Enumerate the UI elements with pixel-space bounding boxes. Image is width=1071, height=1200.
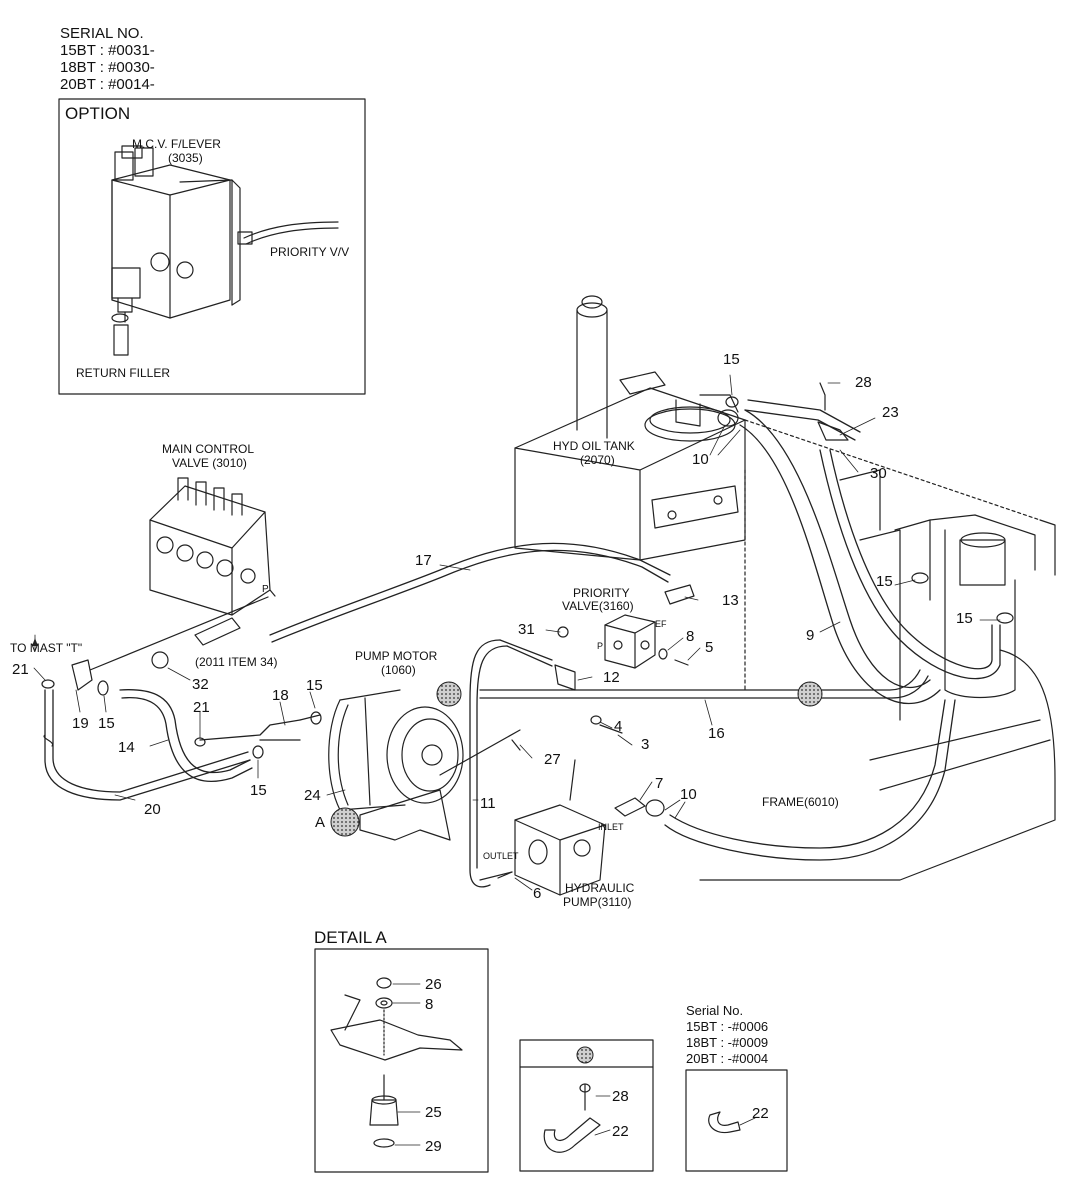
- callout-4: 4: [614, 718, 623, 735]
- marker-dot-1: [436, 681, 462, 707]
- clamp-callout-28: 28: [612, 1088, 629, 1105]
- callout-12: 12: [603, 669, 620, 686]
- pump-motor-label-1: PUMP MOTOR: [355, 649, 438, 663]
- pump-motor-drawing: [328, 689, 521, 841]
- callout-21-mid: 21: [193, 699, 210, 716]
- hatch-markers: [330, 681, 823, 1064]
- left-fittings: [41, 651, 322, 759]
- port-p2-label: P: [597, 641, 604, 651]
- detail-a-callout-25: 25: [425, 1104, 442, 1121]
- callout-32: 32: [192, 676, 209, 693]
- serial-footer-line-3: 20BT : -#0004: [686, 1051, 769, 1066]
- option-box-frame: [58, 98, 366, 395]
- mcv-label-1: MAIN CONTROL: [162, 442, 255, 456]
- detail-a-marker-label: A: [315, 814, 326, 831]
- callout-31: 31: [518, 621, 535, 638]
- serial-footer-callout-22: 22: [752, 1105, 769, 1122]
- detail-a-callout-8: 8: [425, 996, 434, 1013]
- main-control-valve-drawing: [89, 477, 276, 671]
- detail-a-title: DETAIL A: [314, 928, 387, 947]
- detail-a-callout-26: 26: [425, 976, 442, 993]
- callout-16: 16: [708, 725, 725, 742]
- serial-header-line-3: 20BT : #0014-: [60, 76, 155, 93]
- callout-10-pump: 10: [680, 786, 697, 803]
- serial-footer-line-1: 15BT : -#0006: [686, 1019, 769, 1034]
- port-ef-label: EF: [655, 619, 667, 629]
- to-mast-arrow: [32, 638, 38, 646]
- callout-17: 17: [415, 552, 432, 569]
- clamp-callout-22: 22: [612, 1123, 629, 1140]
- callout-13: 13: [722, 592, 739, 609]
- callout-15-low: 15: [250, 782, 267, 799]
- callout-23: 23: [882, 404, 899, 421]
- option-title: OPTION: [65, 104, 131, 123]
- hydraulic-pump-label-1: HYDRAULIC: [565, 881, 635, 895]
- detail-a-callout-29: 29: [425, 1138, 442, 1155]
- detail-a-marker: [330, 807, 360, 837]
- detail-a-frame: [314, 948, 489, 1173]
- port-p-label: P: [262, 584, 269, 595]
- hydraulic-pump-label-2: PUMP(3110): [563, 895, 632, 909]
- return-filler-label: RETURN FILLER: [76, 366, 171, 380]
- priority-valve-label-2: VALVE(3160): [562, 599, 634, 613]
- callout-9: 9: [806, 627, 815, 644]
- callout-14: 14: [118, 739, 135, 756]
- hyd-oil-tank-drawing: [514, 295, 1041, 691]
- detail-a-drawing: [330, 977, 463, 1148]
- callout-15-mid: 15: [306, 677, 323, 694]
- callout-7: 7: [655, 775, 664, 792]
- callout-15-left: 15: [98, 715, 115, 732]
- hose-17: [269, 542, 671, 636]
- frame-drawing: [699, 469, 1056, 881]
- serial-header-line-2: 18BT : #0030-: [60, 59, 155, 76]
- pump-motor-label-2: (1060): [381, 663, 416, 677]
- callout-6: 6: [533, 885, 542, 902]
- marker-dot-2: [797, 681, 823, 707]
- tank-label-1: HYD OIL TANK: [553, 439, 635, 453]
- hoses: [44, 399, 1001, 888]
- priority-valve-drawing: [554, 584, 695, 691]
- mcv-label-2: VALVE (3010): [172, 456, 247, 470]
- callout-30: 30: [870, 465, 887, 482]
- callout-20: 20: [144, 801, 161, 818]
- callout-27: 27: [544, 751, 561, 768]
- serial-footer-title: Serial No.: [686, 1003, 744, 1018]
- serial-header-line-1: 15BT : #0031-: [60, 42, 155, 59]
- callout-3: 3: [641, 736, 650, 753]
- callout-15-right2: 15: [956, 610, 973, 627]
- callout-28-top: 28: [855, 374, 872, 391]
- clamp-box-marker: [576, 1046, 594, 1064]
- callout-5: 5: [705, 639, 714, 656]
- callout-18: 18: [272, 687, 289, 704]
- callout-15-right1: 15: [876, 573, 893, 590]
- hydraulic-pump-drawing: [479, 759, 646, 896]
- serial-footer-line-2: 18BT : -#0009: [686, 1035, 769, 1050]
- tank-label-2: (2070): [580, 453, 615, 467]
- frame-label: FRAME(6010): [762, 795, 839, 809]
- item-2011-label: (2011 ITEM 34): [195, 655, 278, 669]
- callout-8-pv: 8: [686, 628, 695, 645]
- to-mast-label: TO MAST "T": [10, 641, 83, 655]
- callout-19: 19: [72, 715, 89, 732]
- clamp-drawing: [543, 1083, 611, 1153]
- serial-footer-frame: [685, 1069, 788, 1172]
- priority-valve-label-1: PRIORITY: [573, 586, 630, 600]
- priority-vv-label: PRIORITY V/V: [270, 245, 350, 259]
- right-fittings: [497, 382, 1014, 879]
- inlet-label: INLET: [598, 822, 624, 832]
- option-valve-drawing: [111, 145, 339, 356]
- callout-10-top: 10: [692, 451, 709, 468]
- callout-21-left: 21: [12, 661, 29, 678]
- callout-15-top: 15: [723, 351, 740, 368]
- callout-11: 11: [480, 795, 496, 812]
- serial-header-title: SERIAL NO.: [60, 25, 144, 42]
- clamp-box-frame: [519, 1039, 654, 1172]
- mcv-label: M.C.V. F/LEVER: [132, 137, 221, 151]
- callout-24: 24: [304, 787, 321, 804]
- outlet-label: OUTLET: [483, 851, 519, 861]
- mcv-code: (3035): [168, 151, 203, 165]
- footer-clamp-drawing: [708, 1111, 756, 1134]
